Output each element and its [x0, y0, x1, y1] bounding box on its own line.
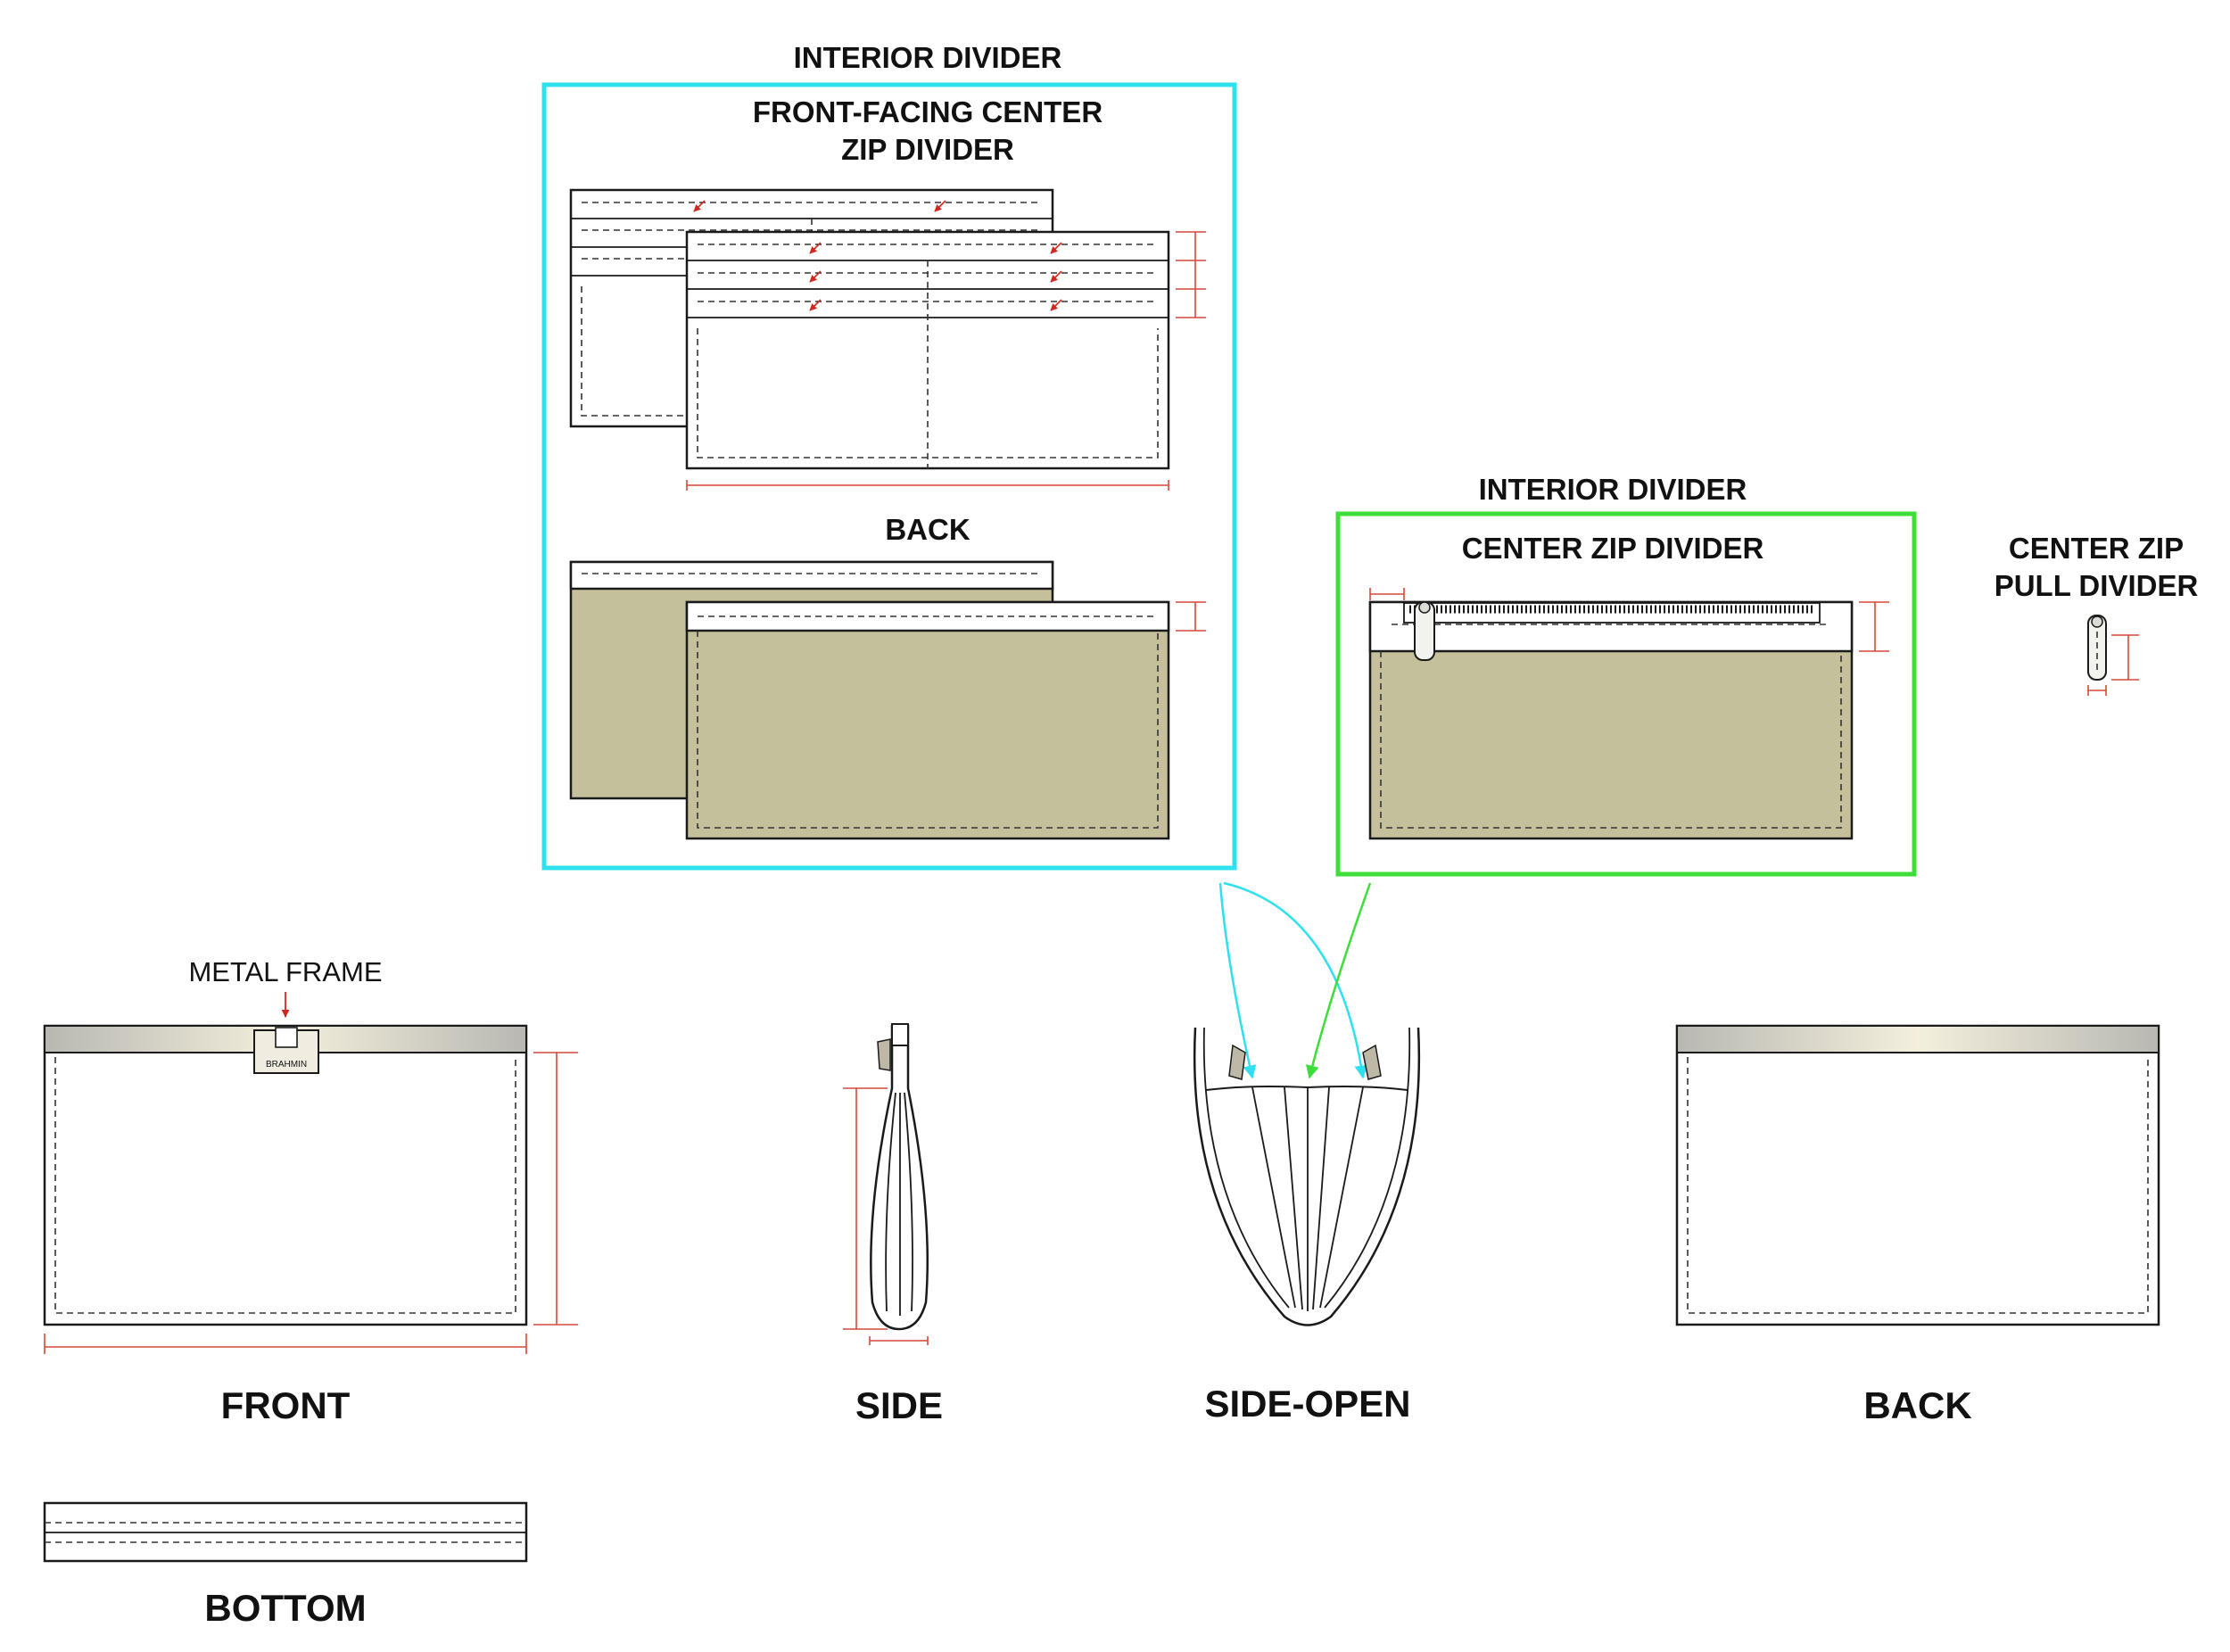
side-measurements [843, 1087, 929, 1345]
metal-frame-label: METAL FRAME [188, 956, 382, 987]
zip-pull-measurements [2087, 634, 2139, 696]
front-facing-divider-box [541, 82, 1237, 871]
brand-lock-plate: BRAHMIN [253, 1027, 319, 1074]
interior-divider-title: INTERIOR DIVIDER [794, 41, 1062, 74]
center-zip-divider-box [1335, 511, 1917, 877]
front-facing-measurements [686, 231, 1206, 491]
bottom-view [43, 1501, 528, 1563]
bottom-view-label: BOTTOM [204, 1587, 366, 1629]
side-open-view-label: SIDE-OPEN [1204, 1383, 1410, 1425]
front-measurements [44, 1052, 578, 1354]
center-zip-measurements [1369, 588, 1889, 652]
front-facing-title-line1: FRONT-FACING CENTER [753, 95, 1103, 128]
center-zip-pull-title-line1: CENTER ZIP [2009, 532, 2184, 565]
back-divider-front-panel [685, 600, 1170, 840]
back-divider-title: BACK [885, 513, 970, 546]
back-view [1675, 1024, 2160, 1326]
front-facing-divider-front-panel [685, 230, 1170, 470]
zip-pull-detail [2087, 615, 2107, 681]
side-view-label: SIDE [855, 1384, 943, 1426]
center-zip-divider-drawing [1368, 600, 1854, 840]
back-view-label: BACK [1863, 1384, 1971, 1426]
brand-plate-text: BRAHMIN [266, 1060, 307, 1070]
center-zip-divider-title: CENTER ZIP DIVIDER [1462, 532, 1764, 565]
back-divider-measurement [1176, 601, 1206, 632]
front-view: BRAHMIN [43, 1024, 528, 1326]
side-view [870, 1023, 929, 1331]
center-zip-pull-title-line2: PULL DIVIDER [1995, 569, 2199, 602]
front-view-label: FRONT [221, 1384, 351, 1426]
divider-placement-arrows [1218, 881, 1372, 1079]
interior-divider-title-2: INTERIOR DIVIDER [1479, 473, 1747, 506]
side-open-view [1193, 1027, 1421, 1326]
front-facing-title-line2: ZIP DIVIDER [841, 133, 1014, 166]
